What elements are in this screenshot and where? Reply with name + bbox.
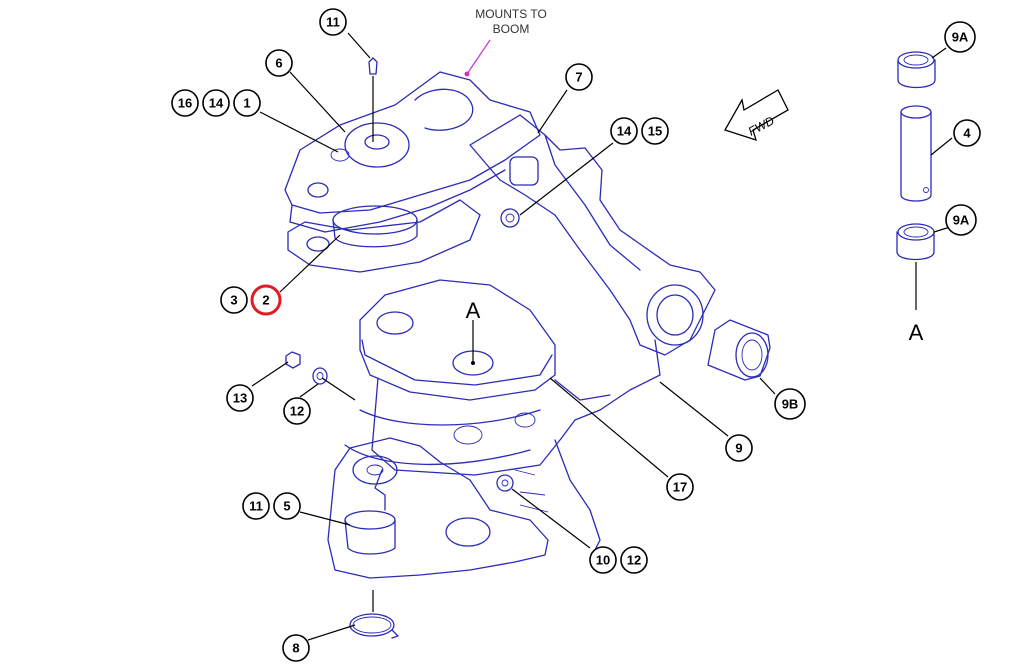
fwd-arrow-icon	[724, 89, 789, 141]
bubble-9b[interactable]: 9B	[774, 388, 806, 420]
svg-text:14: 14	[617, 124, 632, 139]
section-label-a-main: A	[466, 298, 481, 323]
svg-text:5: 5	[283, 499, 290, 514]
callout-line-2: BOOM	[493, 22, 530, 36]
svg-text:11: 11	[249, 499, 263, 514]
assembly-drawing: FWD	[284, 51, 936, 639]
bubble-6[interactable]: 6	[265, 49, 293, 77]
bubble-9[interactable]: 9	[725, 434, 753, 462]
bubble-11-b[interactable]: 11	[242, 492, 270, 520]
svg-text:4: 4	[963, 126, 971, 141]
svg-text:3: 3	[230, 293, 237, 308]
svg-text:9: 9	[735, 441, 742, 456]
svg-text:14: 14	[209, 96, 224, 111]
svg-text:12: 12	[290, 404, 304, 419]
bubble-1[interactable]: 1	[233, 89, 261, 117]
bubble-17[interactable]: 17	[666, 473, 694, 501]
bubble-9a-top[interactable]: 9A	[944, 21, 976, 53]
svg-text:1: 1	[243, 96, 250, 111]
bubble-16[interactable]: 16	[171, 89, 199, 117]
svg-text:15: 15	[648, 124, 662, 139]
bubble-14-b[interactable]: 14	[610, 117, 638, 145]
svg-text:9B: 9B	[782, 397, 799, 412]
svg-text:11: 11	[326, 15, 340, 30]
svg-text:16: 16	[178, 96, 192, 111]
bubble-2-highlighted[interactable]: 2	[250, 284, 282, 316]
bubble-15[interactable]: 15	[641, 117, 669, 145]
svg-text:9A: 9A	[953, 213, 970, 228]
svg-text:10: 10	[596, 553, 610, 568]
section-label-a-side: A	[909, 320, 924, 345]
svg-text:12: 12	[627, 553, 641, 568]
bubble-14-a[interactable]: 14	[202, 89, 230, 117]
bubble-13[interactable]: 13	[226, 384, 254, 412]
bubble-11-top[interactable]: 11	[319, 8, 347, 36]
svg-text:17: 17	[673, 480, 687, 495]
bubble-12-b[interactable]: 12	[620, 546, 648, 574]
callout-line-1: MOUNTS TO	[475, 7, 547, 21]
bubble-3[interactable]: 3	[220, 286, 248, 314]
svg-text:13: 13	[233, 391, 247, 406]
bubble-7[interactable]: 7	[565, 63, 593, 91]
bubble-4[interactable]: 4	[953, 119, 981, 147]
bubble-8[interactable]: 8	[282, 634, 310, 662]
leader-lines	[251, 32, 953, 641]
svg-text:8: 8	[292, 641, 299, 656]
bubble-12-a[interactable]: 12	[283, 397, 311, 425]
svg-text:7: 7	[575, 70, 582, 85]
bubble-9a-bottom[interactable]: 9A	[945, 204, 977, 236]
svg-text:2: 2	[262, 293, 269, 308]
svg-text:6: 6	[275, 56, 282, 71]
bubble-5[interactable]: 5	[273, 492, 301, 520]
svg-text:9A: 9A	[952, 30, 969, 45]
bubble-10[interactable]: 10	[589, 546, 617, 574]
